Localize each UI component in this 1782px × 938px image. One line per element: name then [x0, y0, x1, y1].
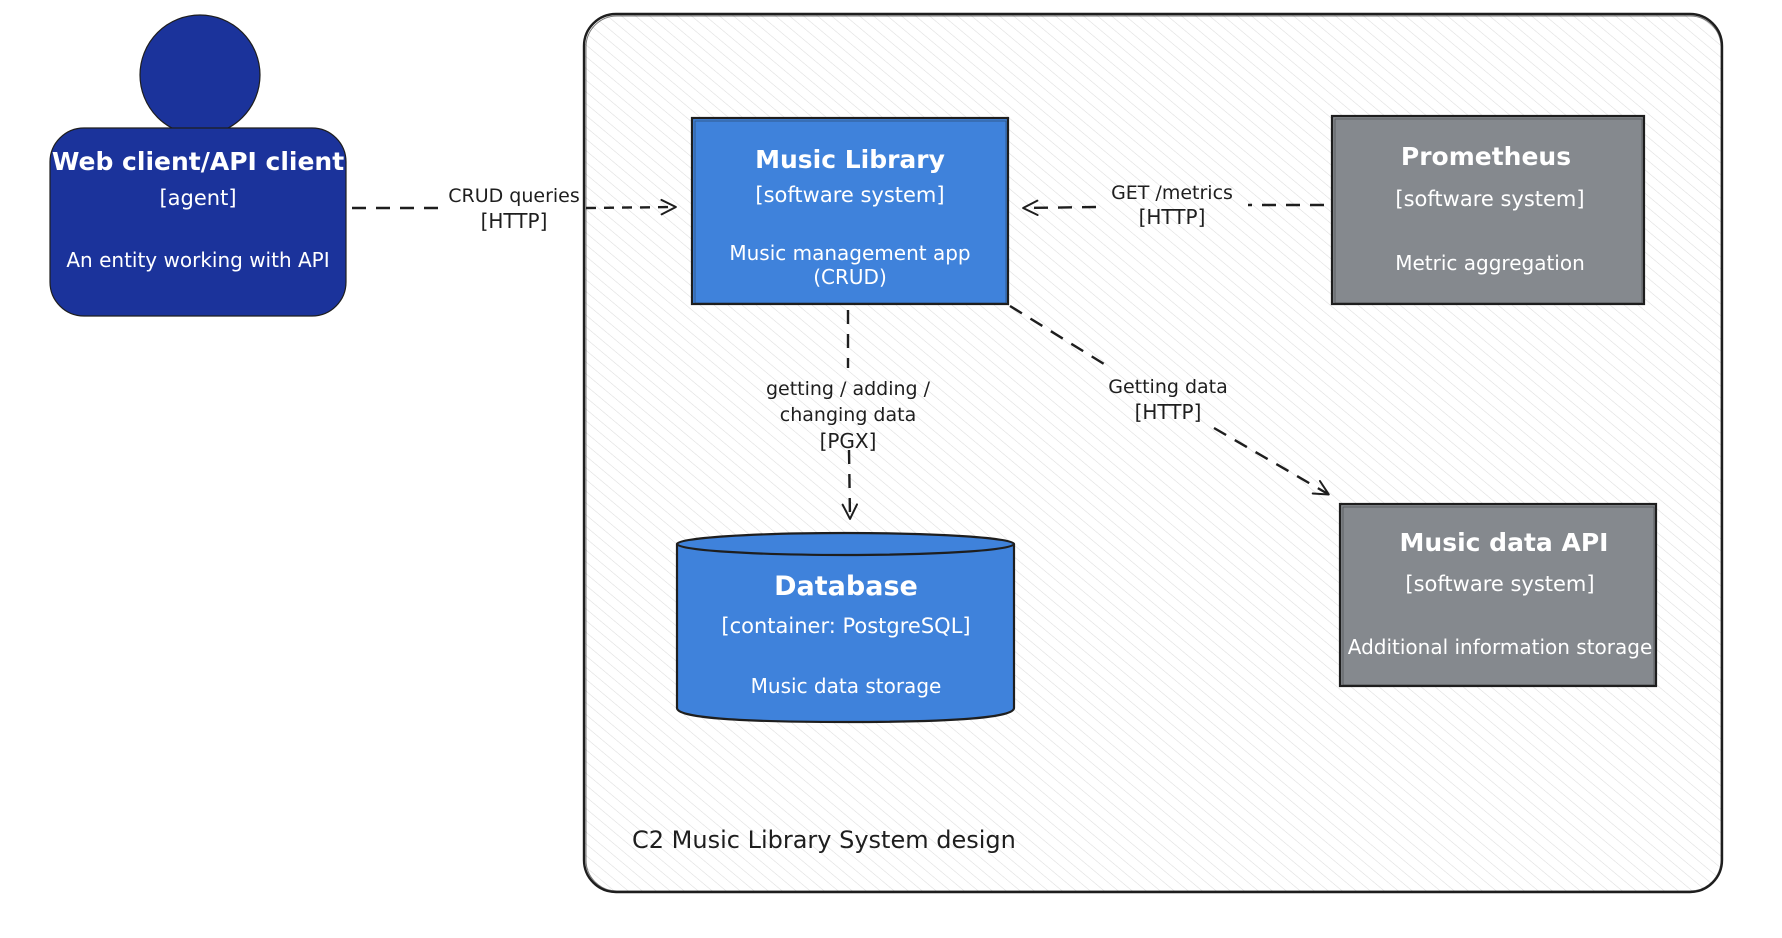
- db-arrow-line-2: [841, 449, 858, 520]
- agent-person: Web client/API client [agent] An entity …: [49, 14, 347, 317]
- music-library-description-line1: Music management app: [729, 241, 970, 265]
- music-library-description-line2: (CRUD): [813, 265, 887, 289]
- db-label-line2: changing data: [780, 404, 916, 426]
- database-type: [container: PostgreSQL]: [721, 614, 970, 638]
- relation-crud-queries: CRUD queries [HTTP]: [352, 185, 677, 233]
- boundary-label: C2 Music Library System design: [632, 826, 1016, 854]
- crud-arrow-line-2: [585, 198, 677, 216]
- agent-body: [49, 127, 347, 317]
- music-data-api-type: [software system]: [1405, 572, 1594, 596]
- api-arrow-line-2: [1213, 426, 1330, 496]
- api-label-line2: [HTTP]: [1135, 400, 1202, 424]
- agent-head: [139, 14, 261, 136]
- metrics-arrow-line-2: [1022, 199, 1097, 217]
- prometheus-type: [software system]: [1395, 187, 1584, 211]
- relation-get-metrics: GET /metrics [HTTP]: [1022, 182, 1324, 229]
- database-title: Database: [774, 571, 918, 602]
- crud-label-line1: CRUD queries: [448, 185, 580, 207]
- music-library-title: Music Library: [755, 145, 945, 174]
- database-description: Music data storage: [751, 674, 942, 698]
- prometheus-description: Metric aggregation: [1395, 251, 1585, 275]
- database-cylinder: Database [container: PostgreSQL] Music d…: [675, 531, 1016, 724]
- relation-pgx: getting / adding / changing data [PGX]: [766, 310, 931, 520]
- prometheus-box: Prometheus [software system] Metric aggr…: [1330, 114, 1646, 306]
- agent-title: Web client/API client: [52, 147, 344, 176]
- music-library-type: [software system]: [755, 183, 944, 207]
- agent-description: An entity working with API: [66, 248, 329, 272]
- db-label-line1: getting / adding /: [766, 378, 931, 400]
- music-library-box: Music Library [software system] Music ma…: [690, 116, 1010, 306]
- api-label-line1: Getting data: [1108, 376, 1228, 398]
- db-label-line3: [PGX]: [820, 429, 877, 453]
- music-data-api-box: Music data API [software system] Additio…: [1338, 502, 1658, 688]
- music-data-api-description: Additional information storage: [1348, 635, 1653, 659]
- agent-type: [agent]: [159, 186, 236, 210]
- crud-label-line2: [HTTP]: [481, 209, 548, 233]
- relation-getting-data: Getting data [HTTP]: [1009, 304, 1330, 496]
- api-arrow-line: [1009, 304, 1105, 366]
- metrics-label-line2: [HTTP]: [1139, 205, 1206, 229]
- metrics-label-line1: GET /metrics: [1111, 182, 1233, 204]
- music-data-api-title: Music data API: [1400, 528, 1609, 557]
- prometheus-title: Prometheus: [1401, 142, 1571, 171]
